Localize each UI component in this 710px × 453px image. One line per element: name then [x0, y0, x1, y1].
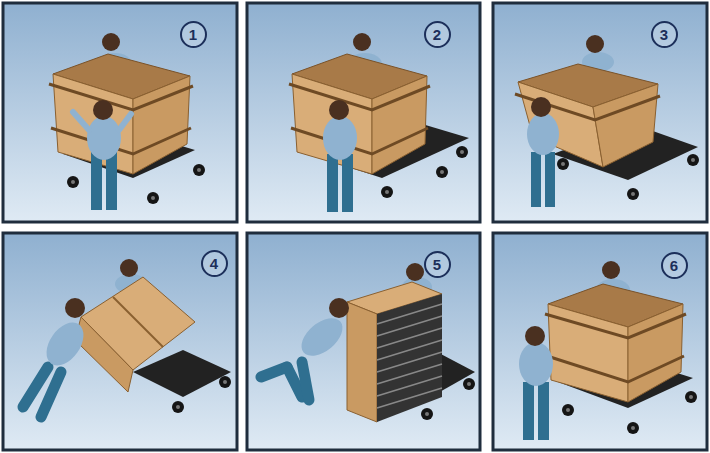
- callout-circle: 1: [180, 21, 207, 48]
- callout-circle: 6: [661, 252, 688, 279]
- callout-circle: 3: [651, 21, 678, 48]
- callout-number: 1: [189, 27, 197, 42]
- callout-number: 6: [670, 258, 678, 273]
- callout-number: 5: [433, 257, 441, 272]
- panel-frames: [3, 3, 707, 450]
- callout-circle: 4: [201, 250, 228, 277]
- panel-6-figure: [519, 261, 697, 440]
- callout-number: 3: [660, 27, 668, 42]
- panel-2-figure: [289, 33, 469, 212]
- callout-circle: 2: [424, 21, 451, 48]
- callout-number: 4: [210, 256, 218, 271]
- callout-number: 2: [433, 27, 441, 42]
- panel-3-figure: [515, 35, 699, 207]
- panel-1-figure: [49, 33, 205, 210]
- panel-4-figure: [23, 259, 231, 417]
- panel-5-figure: [261, 263, 475, 422]
- callout-circle: 5: [424, 251, 451, 278]
